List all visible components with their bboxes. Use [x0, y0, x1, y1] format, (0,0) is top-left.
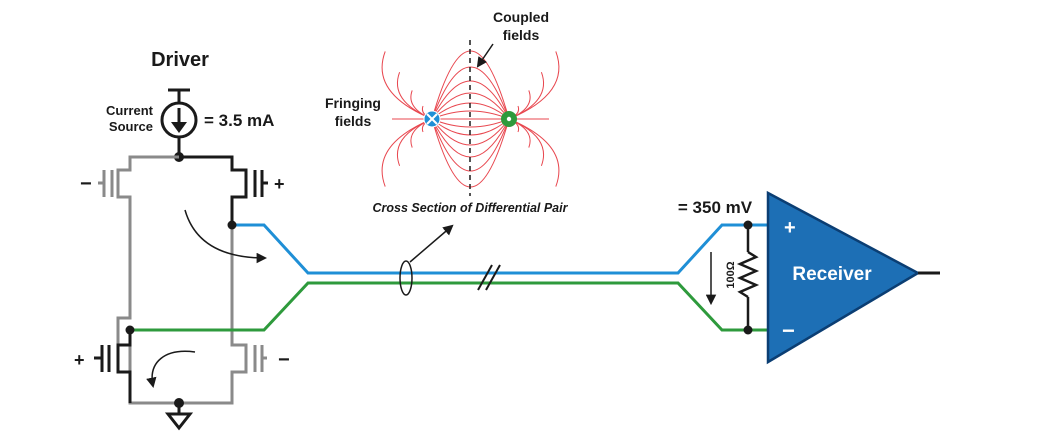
line-break-mark — [477, 264, 501, 291]
fringing-field-line — [396, 118, 433, 166]
current-source-icon — [160, 88, 198, 155]
center-dot-icon — [501, 111, 517, 127]
section-marker — [399, 260, 413, 296]
fringing-field-line — [508, 118, 545, 166]
cross-section: Coupled fields Fringing fields Cross Sec… — [325, 9, 569, 215]
receiver-minus: − — [782, 318, 795, 343]
top-right-gate-sign: + — [274, 174, 285, 194]
triangle-amplifier-icon — [766, 190, 921, 365]
junction-dot — [743, 220, 753, 230]
positive-trace — [232, 223, 768, 275]
ground-icon — [164, 403, 194, 431]
fringing-fields-label-1: Fringing — [325, 95, 381, 111]
section-pointer — [409, 224, 454, 263]
junction-dot — [743, 325, 753, 335]
coupled-fields-label-1: Coupled — [493, 9, 549, 25]
receiver-label: Receiver — [792, 264, 872, 285]
fringing-field-line — [396, 72, 433, 120]
coupled-field-line — [431, 92, 510, 120]
fringing-field-line — [381, 51, 433, 120]
top-left-gate: − — [80, 173, 104, 195]
fringing-fields-label-2: fields — [335, 113, 372, 129]
receiver-plus: + — [784, 217, 796, 239]
current-flow-arrow — [146, 350, 196, 389]
left-leg — [102, 155, 179, 405]
coupled-fields-pointer — [476, 43, 494, 68]
differential-pair — [130, 223, 768, 332]
coupled-field-line — [431, 118, 510, 146]
bottom-left-gate-sign: + — [74, 350, 85, 370]
fringing-field-line — [508, 72, 545, 120]
receiver-voltage: = 350 mV — [678, 198, 753, 217]
current-flow-arrow — [184, 209, 268, 264]
junction-dot — [125, 325, 135, 335]
fringing-field-line — [508, 118, 560, 187]
resistor-icon — [736, 250, 760, 299]
current-source-label-2: Source — [109, 119, 153, 134]
cross-section-caption: Cross Section of Differential Pair — [373, 201, 569, 215]
fringing-field-line — [508, 51, 560, 120]
coupled-fields-label-2: fields — [503, 27, 540, 43]
receiver-section: = 350 mV 100Ω + − Receiver — [678, 190, 940, 365]
current-source-value: = 3.5 mA — [204, 111, 274, 130]
resistor-value: 100Ω — [725, 261, 737, 288]
cross-dot-icon — [423, 110, 441, 128]
bottom-left-transistor — [94, 330, 132, 403]
fringing-field-line — [381, 118, 433, 187]
bottom-right-gate-sign: − — [278, 349, 290, 371]
driver-section: Driver Current Source = 3.5 mA − — [74, 49, 290, 431]
junction-dot — [227, 220, 237, 230]
top-left-gate-sign: − — [80, 173, 92, 195]
driver-title: Driver — [151, 49, 209, 71]
negative-trace — [130, 281, 768, 332]
right-leg — [179, 155, 270, 405]
current-source-label-1: Current — [106, 103, 154, 118]
